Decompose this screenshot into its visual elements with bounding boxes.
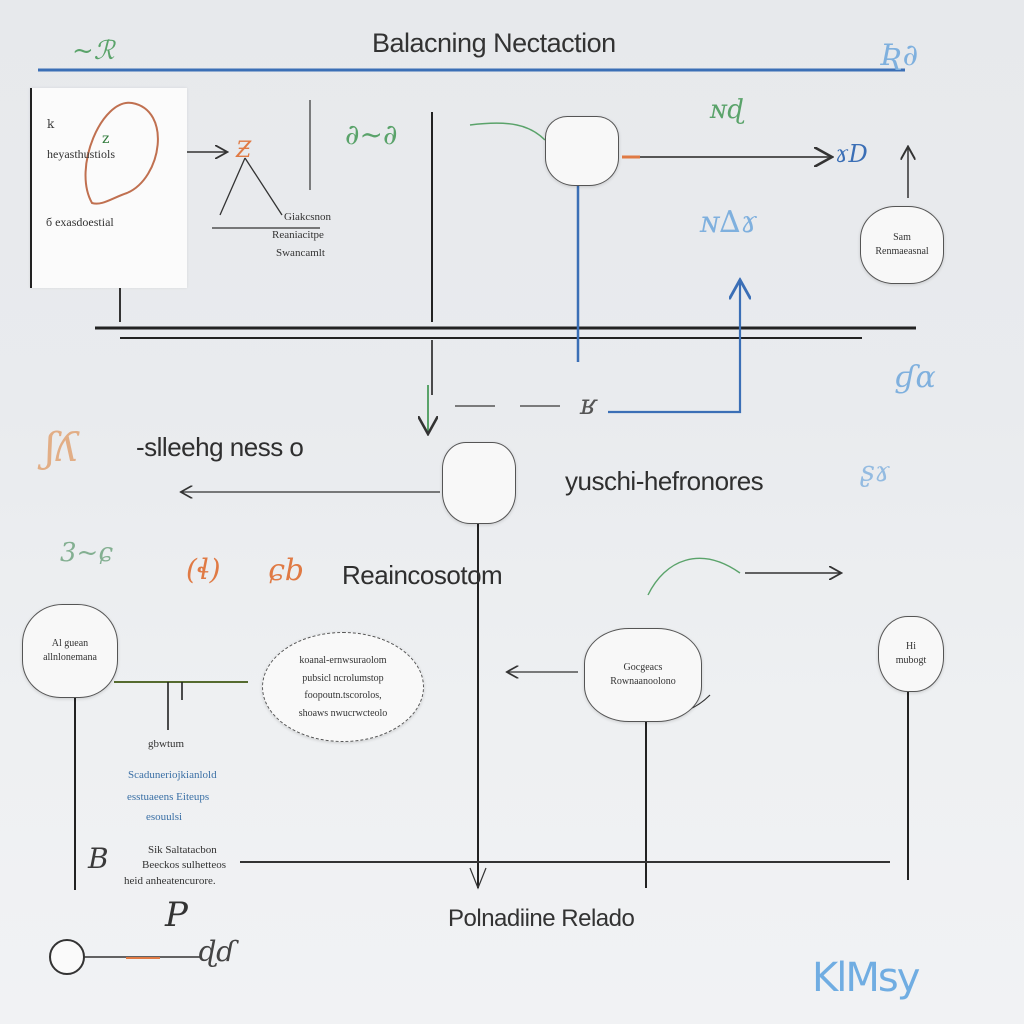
scribble-dark-3: P — [165, 895, 188, 935]
note-top-mid-3: Swancamlt — [276, 247, 325, 259]
node-left[interactable]: Al guean allnlonemana — [22, 604, 118, 698]
node-top-center[interactable] — [545, 116, 619, 186]
scribble-orange-2: ʃʎ — [45, 425, 79, 471]
panel-line-2: б exasdoestial — [46, 215, 114, 229]
node-right-line-2: mubogt — [895, 655, 927, 666]
note-center-1: koanal-ernwsuraolom — [299, 655, 387, 666]
node-right-line-1: Hi — [906, 641, 916, 652]
node-mid-line-2: Rownaanoolono — [610, 676, 676, 687]
brand-logo: KlMsy — [812, 955, 920, 1001]
note-left-bottom-3: heid anheatencurore. — [124, 875, 216, 887]
node-right-top-line-1: Sam — [893, 232, 911, 243]
label-sleeping: -slleehg ness o — [136, 432, 304, 462]
note-left-bottom-2: Beeckos sulhetteos — [142, 859, 227, 871]
note-left-bottom-1: Sik Saltatacbon — [148, 844, 217, 856]
scribble-dark-1: ʁ — [580, 388, 597, 421]
scribble-blue-1: Ʀ∂ — [880, 38, 919, 73]
node-left-line-2: allnlonemana — [43, 652, 97, 663]
note-top-mid-1: Giakcsnon — [284, 211, 332, 223]
diagram-title: Balacning Nectaction — [372, 28, 616, 58]
node-middle[interactable] — [442, 442, 516, 524]
svg-text:z: z — [102, 131, 109, 147]
node-right-top-line-2: Renmaeasnal — [875, 246, 929, 257]
panel-loop-icon: z k — [47, 101, 159, 205]
note-cloud-center: koanal-ernwsuraolom pubsicl ncrolumstop … — [262, 632, 424, 742]
node-left-line-1: Al guean — [51, 638, 89, 649]
node-right[interactable]: Hi mubogt — [878, 616, 944, 692]
scribble-green-1: ~ℛ — [72, 36, 115, 66]
scribble-green-3: ɴɖ — [710, 95, 744, 125]
note-center-2: pubsicl ncrolumstop — [302, 672, 384, 684]
scribble-green-4: 3~ɕ — [60, 538, 113, 568]
note-center-3: foopoutn.tscorolos, — [304, 690, 382, 701]
scribble-blue-3: ɤD — [835, 140, 868, 168]
svg-text:k: k — [47, 117, 55, 131]
scribble-blue-4: ɠɑ — [895, 360, 936, 395]
label-bottom: Polnadiine Relado — [448, 905, 635, 932]
label-reaction: Reaincosotom — [342, 560, 503, 590]
scribble-blue-2: ɴ∆ɤ — [700, 205, 758, 240]
note-left-blue-2: esstuaeens Eiteups — [127, 791, 210, 803]
note-top-mid-2: Reaniacitpe — [272, 229, 324, 241]
scribble-dark-4: ɖɗ — [198, 935, 236, 968]
scribble-dark-2: B — [88, 842, 109, 875]
note-left-blue-1: Scaduneriojkianlold — [128, 769, 217, 781]
scribble-orange-4: ɕb — [268, 553, 305, 588]
scribble-orange-3: (ɬ) — [186, 553, 221, 586]
scribble-blue-5: ʂɤ — [860, 455, 891, 488]
note-left-blue-3: esouulsi — [146, 811, 183, 823]
left-panel: z k heyasthustiols б exasdoestial — [30, 88, 187, 288]
note-center-4: shoaws nwucrwcteolo — [298, 707, 388, 719]
node-mid-line-1: Gocgeacs — [623, 662, 663, 673]
note-left-1: gbwtum — [148, 738, 185, 750]
scribble-green-2: ∂~∂ — [345, 118, 398, 151]
panel-line-1: heyasthustiols — [47, 147, 115, 161]
label-hybrid: уuschi-hefronores — [565, 466, 764, 496]
scribble-orange-z: Ƶ — [236, 138, 252, 163]
